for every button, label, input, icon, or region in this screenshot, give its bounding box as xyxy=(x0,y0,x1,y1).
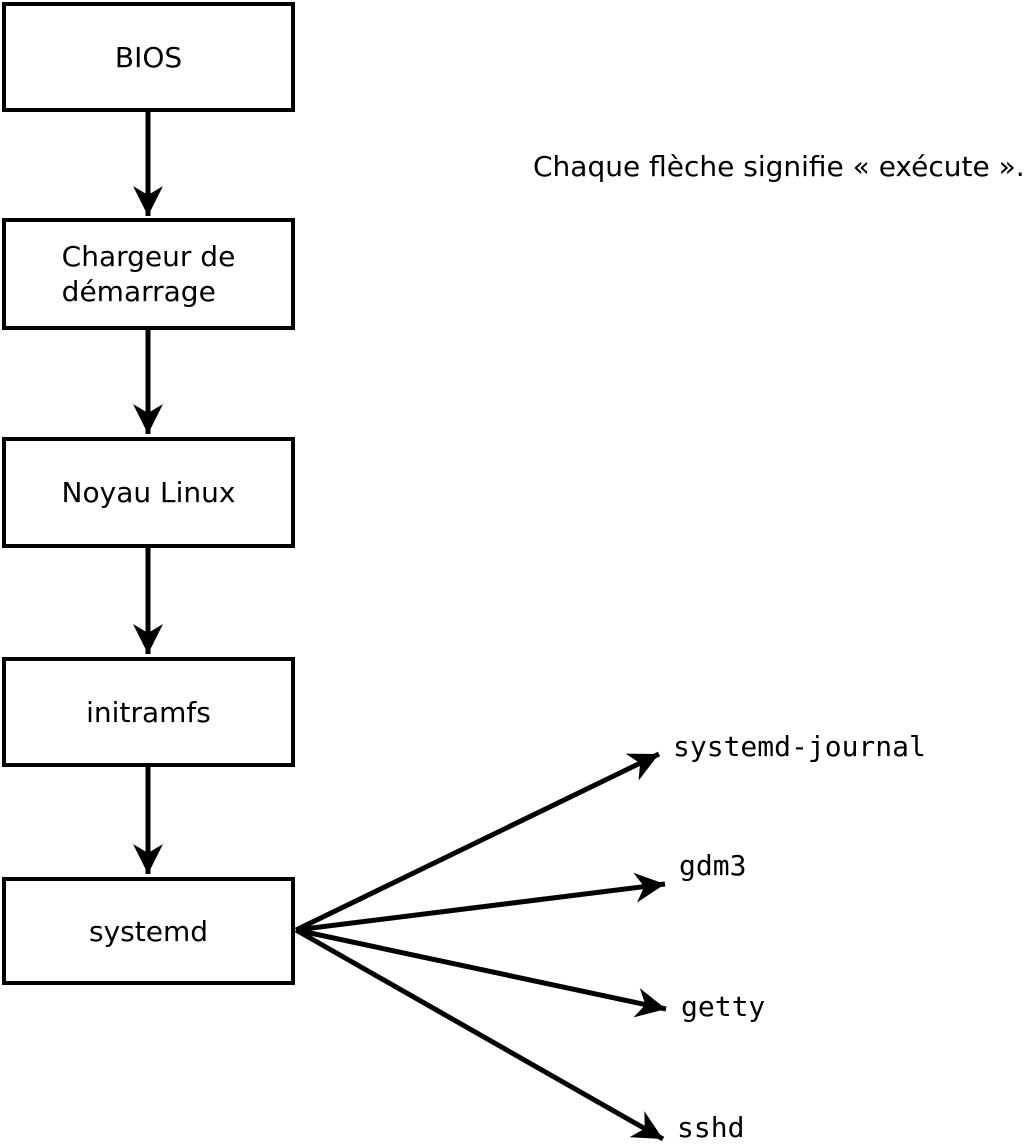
node-initramfs-label: initramfs xyxy=(86,695,211,729)
node-bios-label: BIOS xyxy=(114,40,183,74)
edge-systemd-sshd xyxy=(294,927,665,1142)
node-bootloader-label: Chargeur de démarrage xyxy=(61,240,236,308)
node-bootloader: Chargeur de démarrage xyxy=(2,218,295,330)
process-label-systemd-journal: systemd-journal xyxy=(673,730,926,763)
node-systemd: systemd xyxy=(2,877,295,985)
node-kernel: Noyau Linux xyxy=(2,437,295,548)
edge-systemd-journal xyxy=(294,751,661,933)
edge-systemd-getty xyxy=(295,927,667,1018)
node-systemd-label: systemd xyxy=(89,914,208,948)
node-kernel-label: Noyau Linux xyxy=(61,476,236,509)
annotation-note: Chaque flèche signifie « exécute ». xyxy=(533,150,1024,183)
process-label-getty: getty xyxy=(681,990,766,1023)
edge-systemd-gdm3 xyxy=(295,872,666,933)
node-bios: BIOS xyxy=(2,2,295,112)
process-label-gdm3: gdm3 xyxy=(679,849,747,882)
process-label-sshd: sshd xyxy=(677,1111,745,1144)
node-initramfs: initramfs xyxy=(2,657,295,767)
